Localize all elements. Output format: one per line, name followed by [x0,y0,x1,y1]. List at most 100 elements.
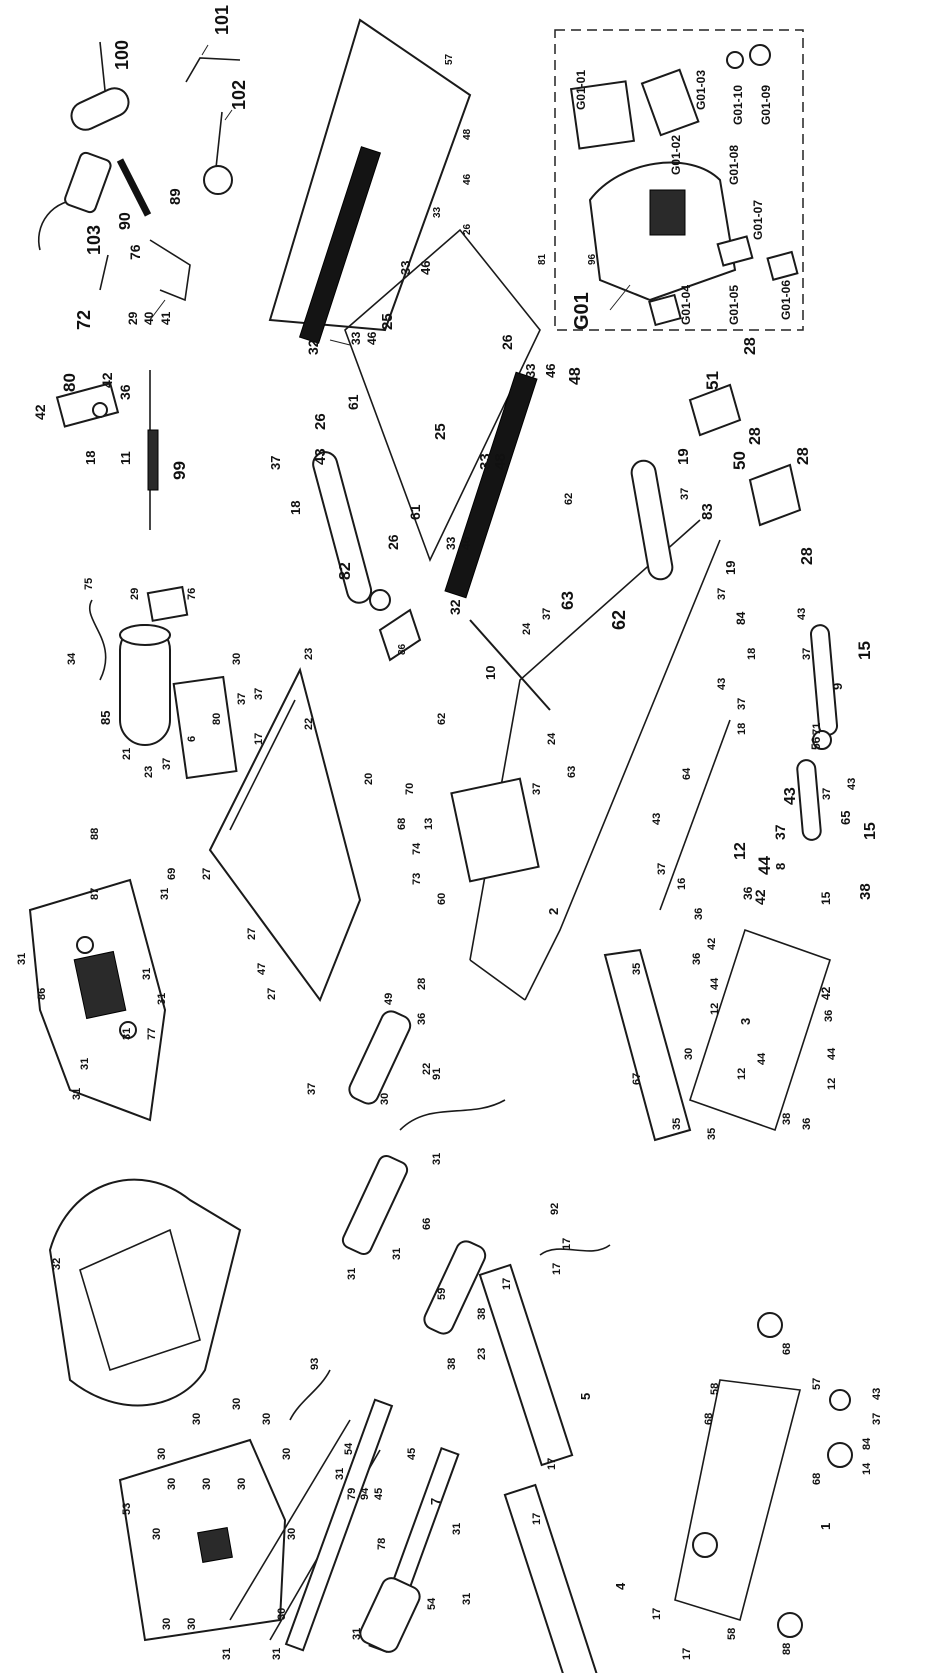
label-66: 66 [421,1218,433,1230]
label-2: 2 [546,908,561,915]
label-g01: G01 [571,292,593,330]
label-26a: 26 [462,223,473,235]
label-31i: 31 [431,1153,443,1165]
label-g01-05: G01-05 [727,285,741,325]
label-35c: 35 [706,1128,718,1140]
label-18b: 18 [288,501,303,515]
label-19a: 19 [675,448,692,465]
label-31k: 31 [346,1268,358,1280]
label-37d: 37 [268,456,283,470]
label-37g-deck: 37 [541,608,553,620]
label-g01-10: G01-10 [731,85,745,125]
label-30p: 30 [276,1608,288,1620]
label-37a: 37 [161,758,173,770]
wheel-71 [812,730,832,750]
label-44c: 44 [826,1047,838,1060]
cable-92 [539,1244,611,1256]
label-48b: 48 [567,367,584,385]
label-86: 86 [36,988,48,1000]
label-38d: 38 [446,1358,458,1370]
g01-knob-09 [749,44,771,66]
label-33d: 33 [523,364,538,378]
label-27c: 27 [266,988,278,1000]
label-75a: 75 [83,578,95,590]
label-14: 14 [861,1462,873,1475]
label-31n: 31 [351,1628,363,1640]
label-67: 67 [631,1073,643,1085]
label-85: 85 [98,711,113,725]
label-30e: 30 [191,1413,203,1425]
label-19b: 19 [723,561,738,575]
cable-75 [89,599,107,681]
label-31g: 31 [71,1088,83,1100]
upright-4 [503,1483,599,1673]
label-15a: 15 [855,641,874,660]
label-15b: 15 [862,822,879,840]
label-51: 51 [703,371,722,390]
label-4: 4 [613,1582,628,1590]
label-64: 64 [681,767,693,780]
label-30b: 30 [683,1048,695,1060]
label-28b: 28 [747,427,764,445]
label-80a: 80 [60,373,79,392]
label-89: 89 [167,188,184,205]
label-17e: 17 [546,1458,558,1470]
label-56: 56 [809,736,823,750]
label-57b: 57 [811,1378,823,1390]
label-36a: 36 [117,384,133,400]
label-30o: 30 [186,1618,198,1630]
label-86b: 86 [397,643,408,655]
label-17h: 17 [681,1648,693,1660]
g01-sticker-04 [648,293,682,327]
label-5: 5 [578,1393,593,1400]
label-58: 58 [709,1383,721,1395]
label-25a: 25 [379,313,396,330]
label-36g: 36 [416,1013,428,1025]
label-7: 7 [428,1498,443,1505]
label-28e: 28 [416,978,428,990]
side-rail-48a [298,146,382,344]
label-30k: 30 [236,1478,248,1490]
label-27b: 27 [246,928,258,940]
label-58b: 58 [726,1628,738,1640]
label-26c: 26 [312,413,329,430]
label-31h: 31 [334,1468,346,1480]
label-43e: 43 [782,787,799,805]
label-43f: 43 [651,813,663,825]
g01-keypad-03 [640,68,700,137]
label-g01-01: G01-01 [574,70,588,110]
label-37g: 37 [801,648,813,660]
label-42e: 42 [819,986,833,1000]
label-31j: 31 [391,1248,403,1260]
label-36c: 36 [693,908,705,920]
label-30m: 30 [286,1528,298,1540]
label-43b: 43 [796,608,808,620]
label-76b: 76 [186,588,198,600]
base-frame-1 [674,1379,802,1622]
label-31c: 31 [141,968,153,980]
tool-t-wrench-100 [70,41,130,131]
foot-68 [692,1312,853,1638]
label-36b: 36 [741,886,755,900]
label-37f: 37 [716,588,728,600]
label-36d: 36 [691,953,703,965]
label-32a: 32 [305,339,321,355]
label-44d: 44 [756,1052,768,1065]
label-30j: 30 [201,1478,213,1490]
drive-motor-85 [119,624,171,746]
label-42a: 42 [32,404,48,420]
label-42b: 42 [99,372,115,388]
label-43c: 43 [716,678,728,690]
label-28d: 28 [799,547,816,565]
safety-key-cord-90 [116,158,152,217]
label-31o: 31 [221,1648,233,1660]
label-1: 1 [818,1523,833,1530]
front-roller-82 [312,451,391,611]
g01-sticker-05 [716,235,754,267]
label-74: 74 [411,842,423,855]
g01-sticker-06 [766,250,799,281]
label-84a: 84 [734,611,748,625]
label-23a: 23 [143,766,155,778]
label-26d: 26 [385,534,401,550]
label-31l: 31 [451,1523,463,1535]
